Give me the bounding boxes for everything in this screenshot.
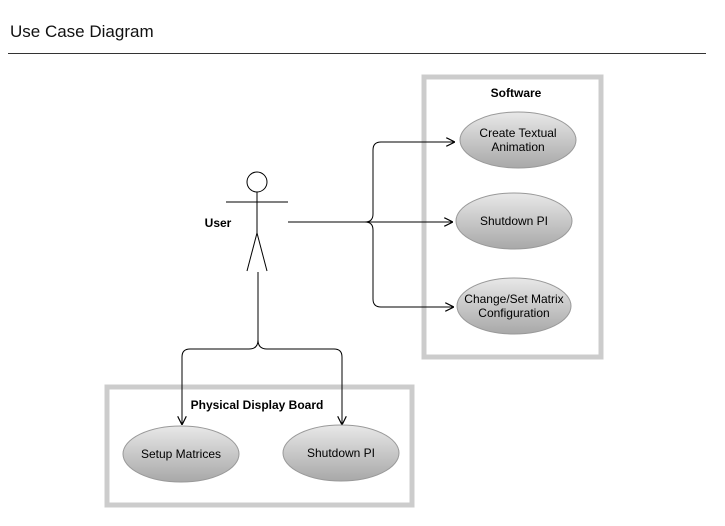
- use-case-label: Setup Matrices: [141, 447, 221, 461]
- actor-label: User: [205, 216, 232, 230]
- use-case-shutdown-pi-software[interactable]: Shutdown PI: [455, 192, 573, 250]
- association-shutdown-board: [257, 339, 342, 424]
- association-matrix-config: [364, 221, 453, 307]
- use-case-oval: [282, 424, 400, 482]
- actor-head: [246, 171, 268, 193]
- use-case-label-line-2: Animation: [491, 140, 544, 154]
- use-case-oval: [455, 192, 573, 250]
- use-case-setup-matrices[interactable]: Setup Matrices: [122, 425, 240, 483]
- use-case-label-line-1: Create Textual: [479, 126, 556, 140]
- title-divider: [8, 53, 706, 54]
- use-case-shutdown-pi-board[interactable]: Shutdown PI: [282, 424, 400, 482]
- use-case-oval: [459, 111, 577, 169]
- software-boundary-title: Software: [491, 86, 542, 100]
- board-boundary-title: Physical Display Board: [191, 398, 324, 412]
- use-case-oval: [456, 277, 572, 335]
- association-setup-matrices: [182, 272, 259, 424]
- use-case-change-set-matrix-configuration[interactable]: Change/Set Matrix Configuration: [456, 277, 572, 335]
- page-title: Use Case Diagram: [10, 22, 154, 41]
- actor-right-leg: [256, 232, 268, 272]
- use-case-label-line-1: Change/Set Matrix: [464, 292, 563, 306]
- actor-left-leg: [246, 232, 258, 272]
- use-case-create-textual-animation[interactable]: Create Textual Animation: [459, 111, 577, 169]
- use-case-label: Shutdown PI: [480, 214, 548, 228]
- use-case-label: Shutdown PI: [307, 446, 375, 460]
- use-case-label-line-2: Configuration: [478, 306, 549, 320]
- use-case-oval: [122, 425, 240, 483]
- user-actor[interactable]: [226, 171, 288, 272]
